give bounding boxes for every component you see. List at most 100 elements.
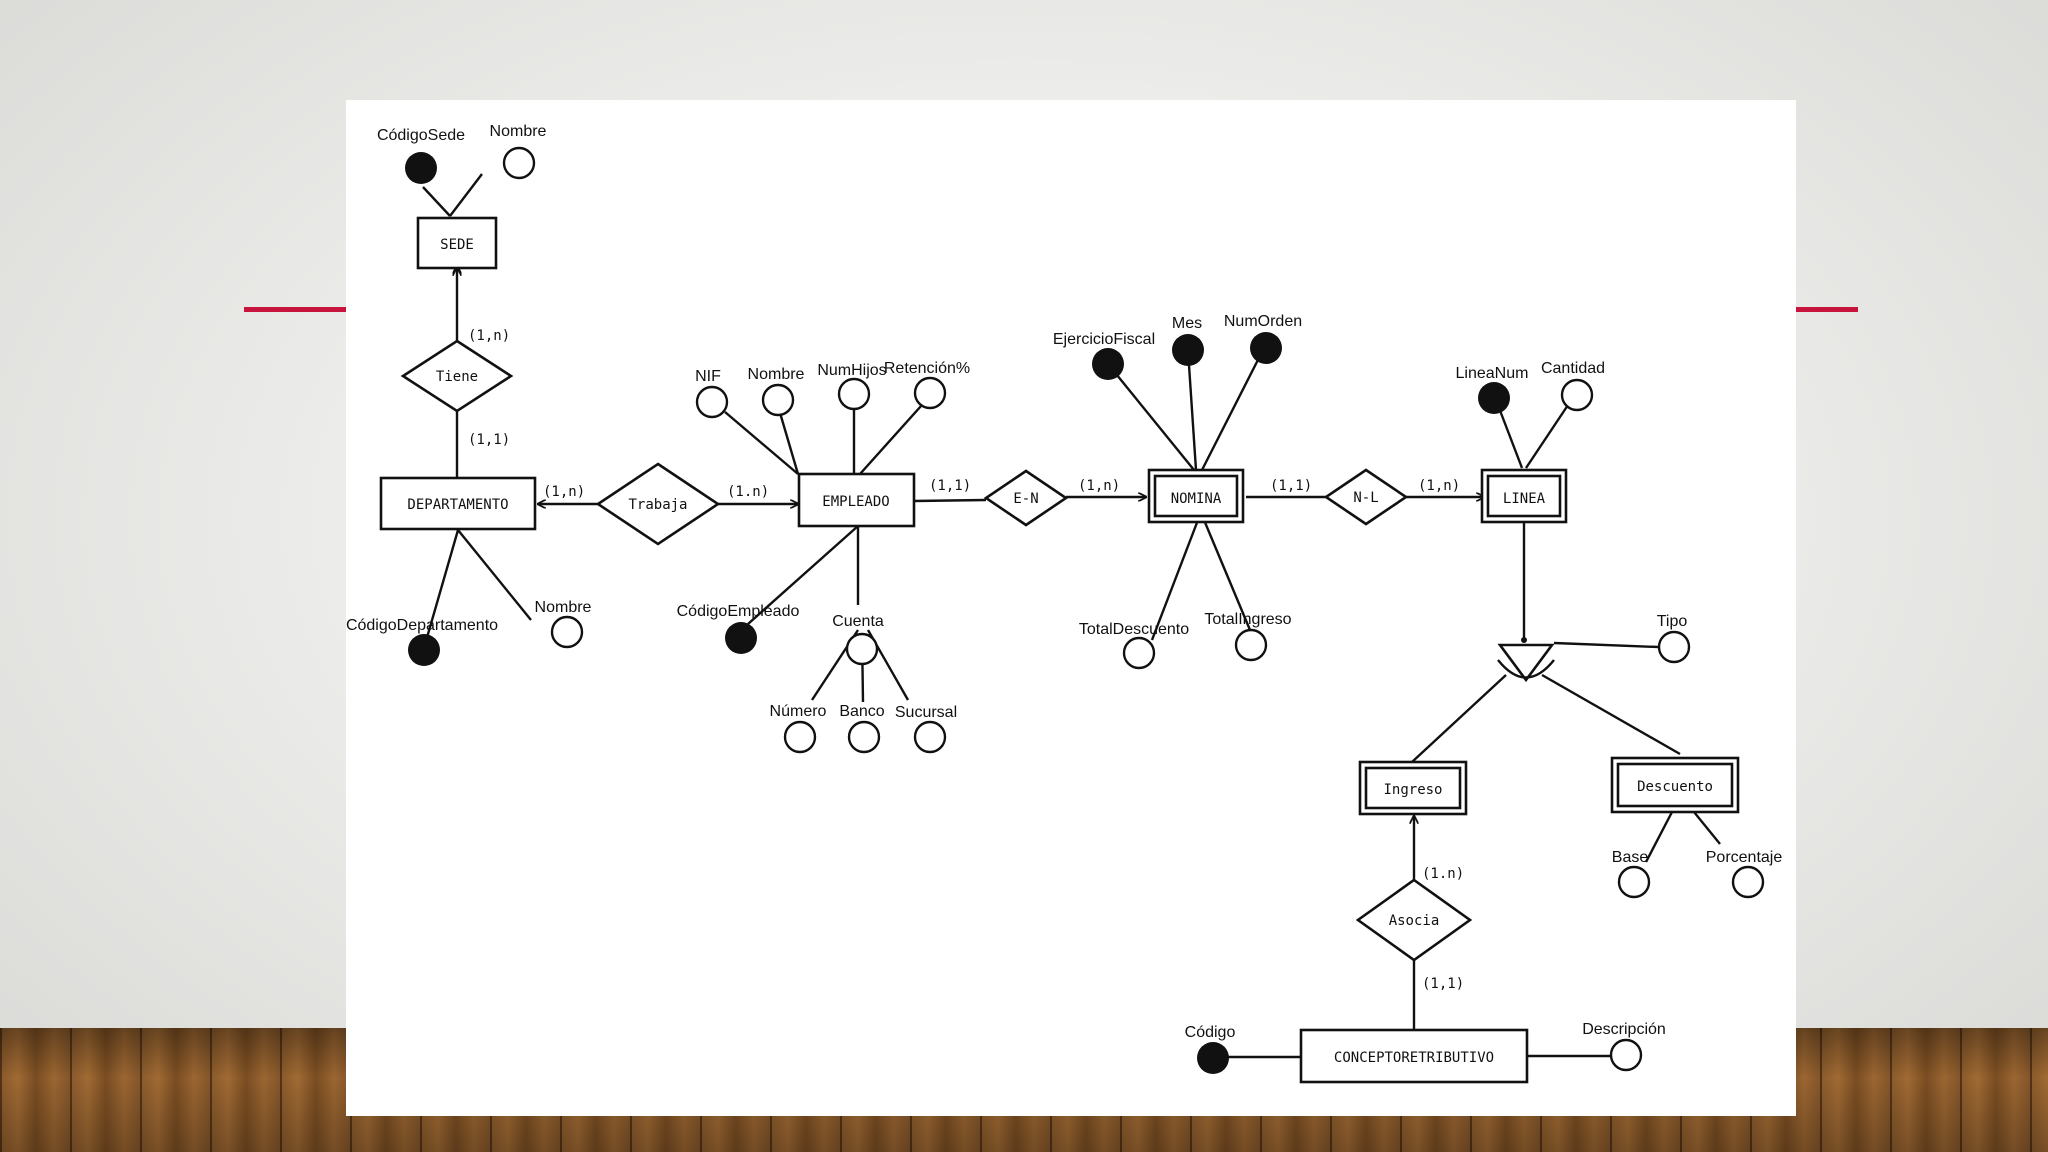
label-numero: Número bbox=[770, 703, 827, 720]
line-tipo bbox=[1553, 641, 1659, 649]
line-spec-descuento bbox=[1541, 673, 1681, 756]
line-nombre-departamento bbox=[457, 529, 532, 621]
entity-sede-label: SEDE bbox=[440, 237, 474, 253]
er-diagram-slide: SEDE DEPARTAMENTO EMPLEADO NOMINA LINEA … bbox=[346, 100, 1796, 1116]
line-nombre-sede bbox=[449, 173, 483, 217]
cardinality-nl-nomina: (1,1) bbox=[1270, 478, 1312, 494]
label-banco: Banco bbox=[839, 703, 884, 720]
entity-departamento: DEPARTAMENTO bbox=[379, 476, 537, 531]
attribute-sucursal bbox=[913, 720, 947, 754]
attribute-porcentaje bbox=[1731, 865, 1765, 899]
label-tipo: Tipo bbox=[1657, 613, 1688, 630]
attribute-mes-key bbox=[1172, 334, 1204, 366]
label-nif: NIF bbox=[695, 368, 721, 385]
label-codigodepartamento: CódigoDepartamento bbox=[346, 617, 498, 634]
label-sucursal: Sucursal bbox=[895, 704, 957, 721]
entity-departamento-label: DEPARTAMENTO bbox=[407, 497, 508, 513]
label-cuenta: Cuenta bbox=[832, 613, 884, 630]
label-cantidad: Cantidad bbox=[1541, 360, 1605, 377]
attribute-cantidad bbox=[1560, 378, 1594, 412]
label-nombre-departamento: Nombre bbox=[535, 599, 592, 616]
relationship-en-label: E-N bbox=[1013, 491, 1038, 507]
entity-nomina-label: NOMINA bbox=[1171, 491, 1222, 507]
entity-conceptoretributivo: CONCEPTORETRIBUTIVO bbox=[1299, 1028, 1529, 1084]
cardinality-trabaja-departamento: (1,n) bbox=[543, 484, 585, 500]
relationship-asocia: Asocia bbox=[1355, 878, 1473, 962]
label-nombre-sede: Nombre bbox=[490, 123, 547, 140]
line-en-empleado bbox=[913, 498, 987, 503]
attribute-descripcion bbox=[1609, 1038, 1643, 1072]
attribute-totaldescuento bbox=[1122, 636, 1156, 670]
relationship-trabaja: Trabaja bbox=[595, 462, 721, 546]
attribute-numorden-key bbox=[1250, 332, 1282, 364]
attribute-retencion bbox=[913, 376, 947, 410]
entity-nomina: NOMINA bbox=[1147, 468, 1245, 524]
specialization-triangle bbox=[1497, 637, 1555, 683]
line-totaldescuento bbox=[1150, 519, 1200, 641]
entity-empleado-label: EMPLEADO bbox=[822, 494, 889, 510]
label-numorden: NumOrden bbox=[1224, 313, 1302, 330]
line-porcentaje bbox=[1693, 811, 1721, 845]
relationship-nl-label: N-L bbox=[1353, 490, 1378, 506]
label-totaldescuento: TotalDescuento bbox=[1079, 621, 1189, 638]
label-codigoempleado: CódigoEmpleado bbox=[677, 603, 800, 620]
label-base: Base bbox=[1612, 849, 1649, 866]
cardinality-en-empleado: (1,1) bbox=[929, 478, 971, 494]
entity-linea: LINEA bbox=[1480, 468, 1568, 524]
line-base bbox=[1644, 811, 1674, 863]
entity-sede: SEDE bbox=[416, 216, 498, 270]
cardinality-trabaja-empleado: (1.n) bbox=[727, 484, 769, 500]
attribute-numhijos bbox=[837, 377, 871, 411]
entity-descuento-label: Descuento bbox=[1637, 779, 1713, 795]
attribute-lineanum-key bbox=[1478, 382, 1510, 414]
line-totalingreso bbox=[1202, 519, 1252, 631]
line-retencion bbox=[859, 395, 931, 475]
attribute-tipo bbox=[1657, 630, 1691, 664]
cardinality-tiene-sede: (1,n) bbox=[468, 328, 510, 344]
cardinality-nl-linea: (1,n) bbox=[1418, 478, 1460, 494]
label-porcentaje: Porcentaje bbox=[1706, 849, 1783, 866]
relationship-tiene: Tiene bbox=[400, 339, 514, 413]
attribute-ejerciciofiscal-key bbox=[1092, 348, 1124, 380]
label-mes: Mes bbox=[1172, 315, 1202, 332]
attribute-codigoempleado-key bbox=[725, 622, 757, 654]
relationship-en: E-N bbox=[983, 469, 1069, 527]
attribute-nombre-departamento bbox=[550, 615, 584, 649]
entity-linea-label: LINEA bbox=[1503, 491, 1546, 507]
label-numhijos: NumHijos bbox=[817, 362, 886, 379]
line-cantidad bbox=[1525, 395, 1575, 469]
cardinality-asocia-ingreso: (1.n) bbox=[1422, 866, 1464, 882]
entity-descuento: Descuento bbox=[1610, 756, 1740, 814]
attribute-totalingreso bbox=[1234, 628, 1268, 662]
entity-concepto-label: CONCEPTORETRIBUTIVO bbox=[1334, 1050, 1494, 1066]
line-spec-ingreso bbox=[1411, 674, 1507, 763]
relationship-tiene-label: Tiene bbox=[436, 369, 478, 385]
line-nif bbox=[724, 411, 799, 475]
er-diagram: SEDE DEPARTAMENTO EMPLEADO NOMINA LINEA … bbox=[346, 123, 1783, 1084]
label-descripcion: Descripción bbox=[1582, 1021, 1666, 1038]
attribute-codigo-key bbox=[1197, 1042, 1229, 1074]
cardinality-en-nomina: (1,n) bbox=[1078, 478, 1120, 494]
label-retencion: Retención% bbox=[884, 360, 970, 377]
line-numorden bbox=[1200, 347, 1266, 471]
label-codigo: Código bbox=[1185, 1024, 1236, 1041]
attribute-nombre-sede bbox=[502, 146, 536, 180]
relationship-nl: N-L bbox=[1323, 468, 1409, 526]
entity-ingreso-label: Ingreso bbox=[1383, 782, 1442, 798]
label-nombre-empleado: Nombre bbox=[748, 366, 805, 383]
label-codigosede: CódigoSede bbox=[377, 127, 465, 144]
attribute-nif bbox=[695, 385, 729, 419]
attribute-codigosede-key bbox=[405, 152, 437, 184]
attribute-nombre-empleado bbox=[761, 383, 795, 417]
label-lineanum: LineaNum bbox=[1456, 365, 1529, 382]
entity-empleado: EMPLEADO bbox=[797, 472, 916, 528]
cardinality-asocia-concepto: (1,1) bbox=[1422, 976, 1464, 992]
line-ejerciciofiscal bbox=[1107, 363, 1195, 471]
line-codigoempleado bbox=[747, 525, 859, 625]
attribute-numero bbox=[783, 720, 817, 754]
line-mes bbox=[1186, 349, 1198, 471]
relationship-asocia-label: Asocia bbox=[1389, 913, 1440, 929]
line-codigodepartamento bbox=[422, 529, 460, 649]
line-nombre-empleado bbox=[776, 405, 800, 475]
relationship-trabaja-label: Trabaja bbox=[628, 497, 687, 513]
